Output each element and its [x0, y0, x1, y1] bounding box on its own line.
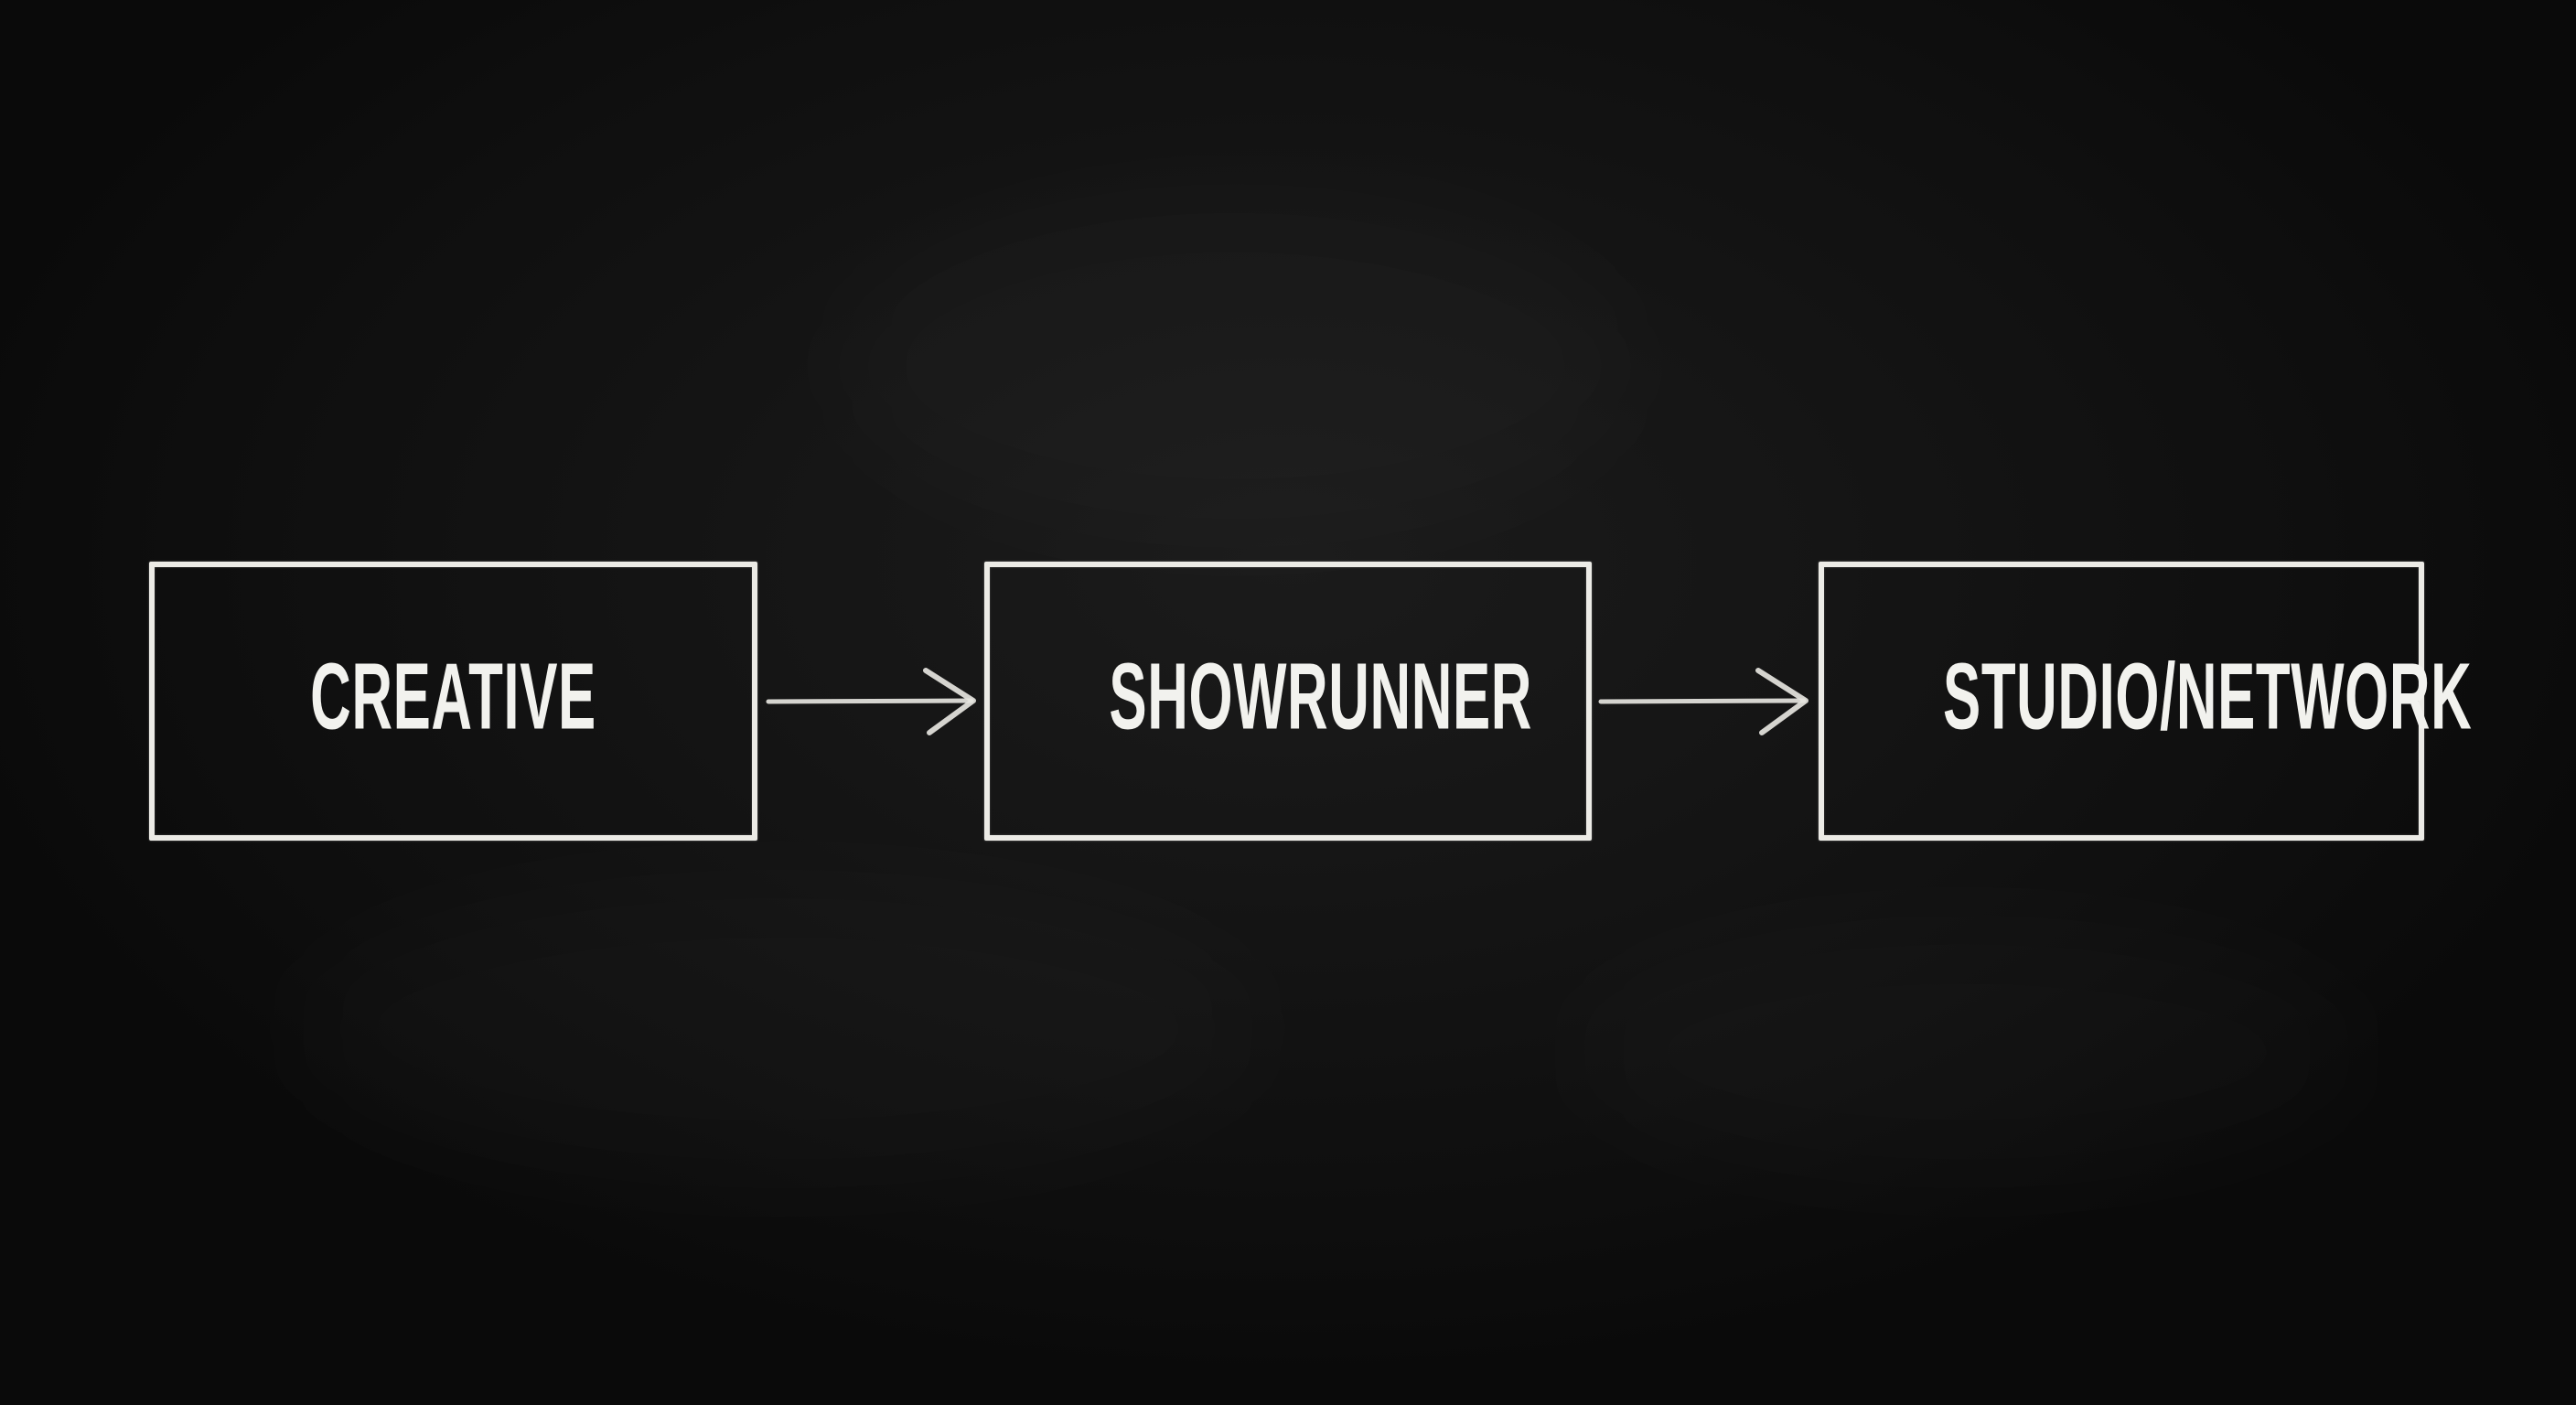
- node-studio-network: STUDIO/NETWORK: [1819, 562, 2473, 841]
- chalk-smudge: [1555, 915, 2378, 1189]
- node-label-showrunner: SHOWRUNNER: [1109, 642, 1533, 748]
- chalk-smudge: [274, 869, 1281, 1189]
- node-label-creative: CREATIVE: [310, 642, 596, 748]
- node-showrunner: SHOWRUNNER: [984, 562, 1592, 841]
- arrow-right-icon: [1598, 668, 1809, 735]
- arrow-right-icon: [766, 668, 976, 735]
- node-creative: CREATIVE: [149, 562, 757, 841]
- chalk-smudge: [823, 183, 1647, 549]
- node-label-studio-network: STUDIO/NETWORK: [1943, 642, 2473, 748]
